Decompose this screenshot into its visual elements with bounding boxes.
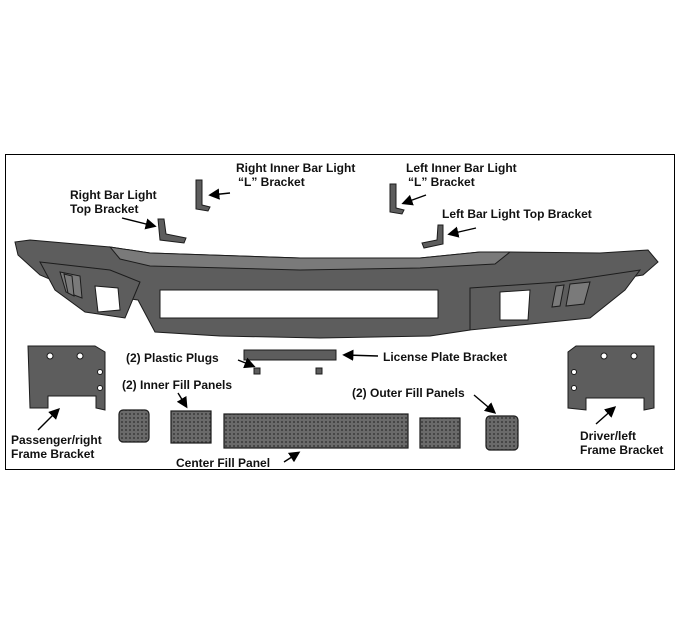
label-plastic-plugs: (2) Plastic Plugs [126, 351, 219, 365]
arrow-left-inner-l [401, 194, 427, 206]
left-inner-l-bracket [389, 183, 405, 215]
plastic-plugs [253, 367, 323, 375]
outer-fill-panel-left [485, 415, 519, 451]
left-top-bracket [421, 224, 444, 249]
arrow-center-fill [283, 451, 301, 463]
label-right-inner-l-bracket: Right Inner Bar Light “L” Bracket [236, 161, 356, 189]
arrow-outer-fill [473, 394, 497, 414]
front-bumper [14, 239, 659, 339]
arrow-left-top [447, 226, 477, 238]
arrow-license [342, 349, 379, 361]
outer-fill-panel-right [118, 409, 150, 443]
label-outer-fill-panels: (2) Outer Fill Panels [352, 386, 465, 400]
center-fill-panel [223, 413, 409, 449]
arrow-right-inner-l [208, 188, 231, 200]
arrow-right-top [121, 217, 157, 230]
label-inner-fill-panels: (2) Inner Fill Panels [122, 378, 233, 392]
license-plate-bracket [243, 349, 337, 361]
right-inner-l-bracket [195, 179, 211, 212]
label-driver-frame-bracket: Driver/left Frame Bracket [580, 429, 664, 457]
inner-fill-panel-left [419, 417, 461, 449]
label-right-top-bracket: Right Bar Light Top Bracket [70, 188, 157, 216]
label-center-fill-panel: Center Fill Panel [176, 456, 271, 470]
arrow-passenger-frame [37, 408, 60, 431]
label-left-inner-l-bracket: Left Inner Bar Light “L” Bracket [406, 161, 517, 189]
inner-fill-panel-right [170, 410, 212, 444]
label-left-top-bracket: Left Bar Light Top Bracket [442, 207, 592, 221]
passenger-frame-bracket [27, 345, 106, 411]
label-license-plate-bracket: License Plate Bracket [383, 350, 508, 364]
arrow-driver-frame [595, 406, 617, 425]
label-passenger-frame-bracket: Passenger/right Frame Bracket [11, 433, 102, 461]
arrow-plugs [237, 357, 256, 369]
right-top-bracket [157, 218, 187, 244]
arrow-inner-fill [176, 392, 188, 409]
driver-frame-bracket [567, 345, 655, 411]
